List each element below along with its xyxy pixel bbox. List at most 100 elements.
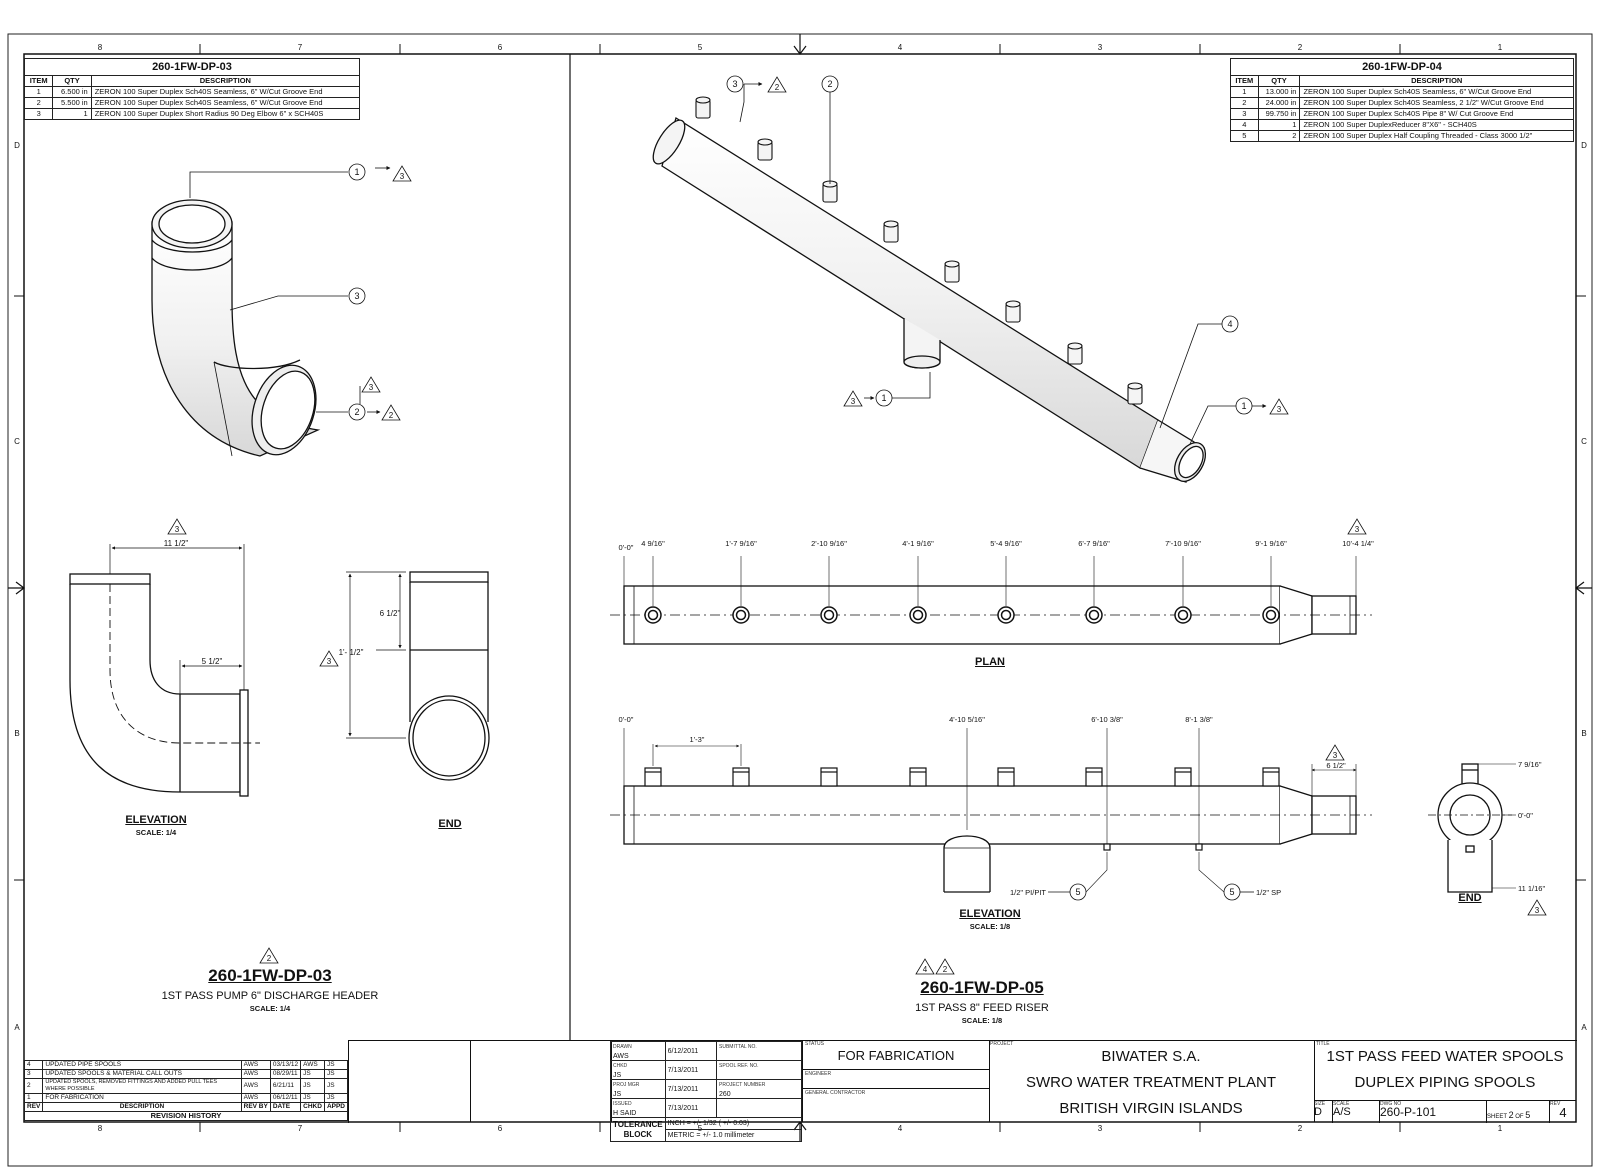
dim-width: 11 1/2" (164, 539, 189, 548)
title-block (348, 1040, 1577, 1123)
drawing-title-right: 260-1FW-DP-05 (920, 978, 1044, 997)
zone-col-top: 2 (1298, 43, 1303, 52)
balloon (821, 75, 839, 93)
plan-dim: 0'-0" (619, 543, 634, 552)
zone-row-right: D (1581, 141, 1587, 150)
rev-triangle (319, 650, 339, 667)
dwg-number: 260-P-101 (1380, 1105, 1437, 1119)
zone-col-top: 3 (1098, 43, 1103, 52)
bom-cell: ZERON 100 Super Duplex Sch40S Seamless, … (1299, 97, 1574, 109)
bom-cell: ZERON 100 Super Duplex Sch40S Seamless, … (90, 97, 361, 109)
rev-row: 1 FOR FABRICATION AWS 06/12/11 JS JS (23, 1093, 349, 1103)
riser-elevation (610, 785, 1372, 893)
balloon-number: 3 (354, 291, 359, 301)
issued-label: ISSUED (613, 1101, 632, 1107)
bom-cell: ZERON 100 Super Duplex Half Coupling Thr… (1299, 130, 1574, 142)
scale-value: A/S (1333, 1106, 1351, 1118)
elev-branch: 4'-10 5/16" (949, 715, 985, 724)
zone-col-top: 7 (298, 43, 303, 52)
bom-row: 1 13.000 in ZERON 100 Super Duplex Sch40… (1230, 86, 1574, 98)
drawing-scale-left: SCALE: 1/4 (249, 1004, 291, 1013)
drawn-by: AWS (613, 1053, 629, 1060)
riser-elev-dims: 0'-0" 1'-3" 4'-10 5/16" 6'-10 3/8" 8'-1 … (619, 715, 1346, 897)
bom-cell: ZERON 100 Super DuplexReducer 8"X6" - SC… (1299, 119, 1574, 131)
elbow-elevation (69, 573, 260, 797)
chkd-by: JS (613, 1072, 622, 1079)
tolerance-inch: INCH = +/- 1/32 ( +/- 0.03) (664, 1117, 803, 1130)
bom-cell: 13.000 in (1257, 86, 1301, 98)
riser-plan (610, 585, 1372, 645)
bom-cell: ZERON 100 Super Duplex Sch40S Seamless, … (90, 86, 361, 98)
elbow-balloons: 1 3 3 2 3 2 (348, 163, 412, 421)
rev-triangle (1527, 899, 1547, 916)
bom-cell: 2 (1230, 97, 1259, 109)
bom-cell: 1 (23, 86, 54, 98)
plan-label: PLAN (975, 656, 1005, 668)
rev-triangle (1325, 744, 1345, 761)
rev-triangle (381, 404, 401, 421)
bom-cell: 1 (1230, 86, 1259, 98)
rev-header: APPD (323, 1102, 349, 1112)
rev-triangle-number: 3 (327, 657, 332, 666)
zone-col-bottom: 1 (1498, 1124, 1503, 1133)
end-mid: 0'-0" (1518, 811, 1533, 820)
bom-cell: 3 (1230, 108, 1259, 120)
bom-cell: 24.000 in (1257, 97, 1301, 109)
zone-col-top: 5 (698, 43, 703, 52)
rev-history-title: REVISION HISTORY (24, 1111, 348, 1121)
title-label: TITLE (1316, 1041, 1330, 1047)
project-label: PROJECT (990, 1041, 1014, 1047)
sheet-title-1: 1ST PASS FEED WATER SPOOLS (1326, 1048, 1564, 1065)
balloon (726, 75, 744, 93)
title-box: TITLE 1ST PASS FEED WATER SPOOLS DUPLEX … (1314, 1040, 1576, 1123)
rev-cell: AWS (240, 1060, 271, 1070)
scale-label: SCALE (1333, 1101, 1350, 1107)
zone-row-right: C (1581, 437, 1587, 446)
rev-triangle (935, 958, 955, 975)
plan-dim: 7'-10 9/16" (1165, 539, 1201, 548)
plan-dim: 2'-10 9/16" (811, 539, 847, 548)
riser-elev-balloons: 5 5 3 (1048, 744, 1345, 901)
chkd-date: 7/13/2011 (664, 1060, 718, 1080)
rev-row: 3 UPDATED SPOOLS & MATERIAL CALL OUTS AW… (23, 1069, 349, 1079)
balloon (1221, 315, 1239, 333)
bom-cell: ZERON 100 Super Duplex Short Radius 90 D… (90, 108, 361, 120)
project-box: PROJECT BIWATER S.A. SWRO WATER TREATMEN… (988, 1040, 1315, 1122)
balloon-number: 5 (1075, 887, 1080, 897)
drawn-label: DRAWN (613, 1044, 632, 1050)
riser-isometric (652, 116, 1207, 483)
dim-height: 1'- 1/2" (339, 648, 364, 657)
bom-cell: 3 (23, 108, 54, 120)
rev-triangle-number: 3 (1535, 906, 1540, 915)
bom-cell: 1 (1257, 119, 1301, 131)
border-ticks (14, 44, 1586, 1132)
balloon (348, 287, 366, 305)
rev-cell: 3 (23, 1069, 44, 1079)
balloon-number: 5 (1229, 887, 1234, 897)
rev-triangle-number: 4 (923, 965, 928, 974)
bom-cell: 1 (52, 108, 92, 120)
rev-cell: AWS (240, 1078, 271, 1094)
bom-title: 260-1FW-DP-03 (24, 58, 360, 76)
zone-labels: 8 7 6 5 4 3 2 1 8 7 6 5 4 3 2 1 D C B A … (14, 43, 1587, 1133)
engineer-label: ENGINEER (803, 1069, 989, 1088)
riser-plan-holes (644, 606, 1280, 624)
rev-triangle-number: 3 (1333, 751, 1338, 760)
balloon (348, 163, 366, 181)
balloon-number: 1 (354, 167, 359, 177)
plan-dim: 4 9/16" (641, 539, 665, 548)
rev-cell: JS (323, 1069, 349, 1079)
rev-value: 4 (1559, 1105, 1567, 1120)
submittal-label: SUBMITTAL NO. (716, 1041, 802, 1061)
zone-col-bottom: 7 (298, 1124, 303, 1133)
rev-cell: 6/21/11 (269, 1078, 302, 1094)
elevation-label-right: ELEVATION (959, 908, 1021, 920)
signature-box (470, 1040, 612, 1122)
rev-cell: JS (323, 1093, 349, 1103)
plan-dim: 10'-4 1/4" (1342, 539, 1374, 548)
rev-cell: AWS (240, 1093, 271, 1103)
rev-triangle (392, 165, 412, 182)
issued-by: H SAID (613, 1110, 637, 1117)
sheet-of: OF (1515, 1114, 1524, 1120)
